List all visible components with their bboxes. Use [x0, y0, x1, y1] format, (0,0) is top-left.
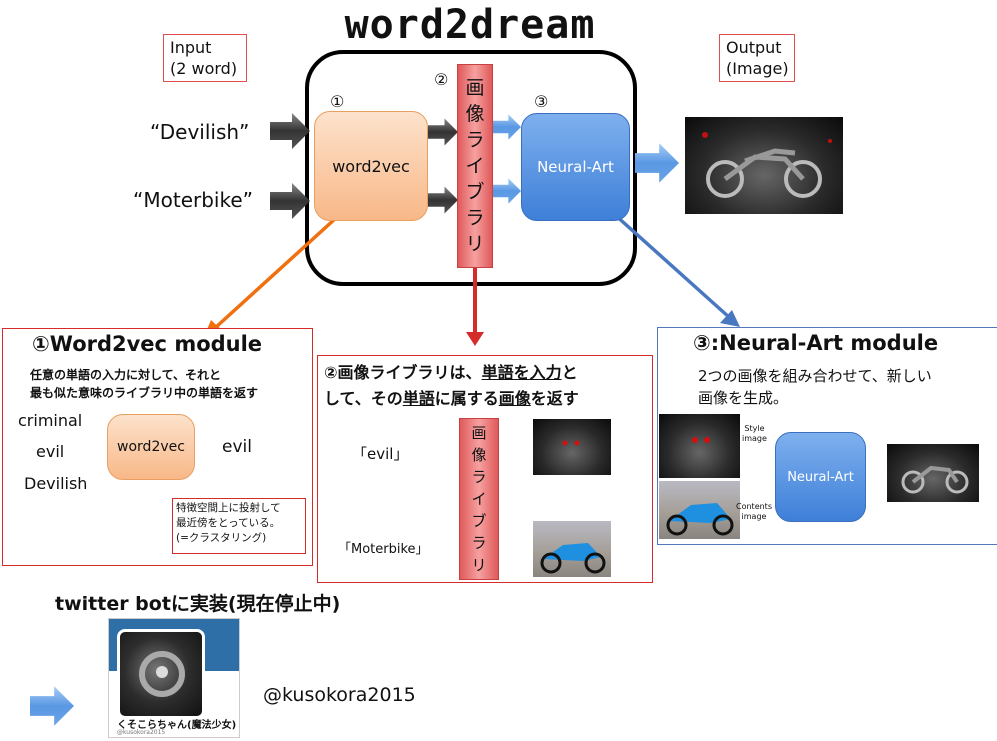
panel2-input-moterbike: 「Moterbike」 [338, 542, 429, 557]
panel2-title: ②画像ライブラリは、単語を入力と して、その単語に属する画像を返す [324, 360, 579, 412]
input-word-2: “Moterbike” [133, 188, 254, 212]
library-char-4: イ [465, 155, 485, 177]
panel1-word-evil: evil [36, 442, 65, 461]
library-char-6: ラ [465, 207, 485, 229]
diagram-title: word2dream [344, 2, 596, 48]
arrow-input-1 [270, 113, 310, 149]
library-char-7: リ [465, 233, 485, 255]
library-char-5: ブ [465, 181, 485, 203]
step-number-2: ② [434, 70, 449, 89]
library-char-3: ラ [465, 129, 485, 151]
panel1-word-devilish: Devilish [24, 474, 88, 493]
bot-avatar-icon [139, 651, 185, 697]
panel1-word-criminal: criminal [18, 411, 83, 430]
panel3-style-label: Style image [742, 424, 767, 443]
panel2-title-line2: して、その単語に属する画像を返す [324, 389, 579, 408]
twitter-card-name: くそこらちゃん(魔法少女) [117, 720, 237, 731]
arrow-input-2 [270, 183, 310, 219]
panel1-output-word: evil [222, 437, 252, 457]
panel1-description: 任意の単語の入力に対して、それと 最も似た意味のライブラリ中の単語を返す [30, 368, 259, 400]
input-label: Input (2 word) [163, 34, 247, 82]
arrow-lib-na-2 [493, 178, 521, 204]
panel3-contents-label: Contents image [736, 502, 772, 521]
panel1-title: ①Word2vec module [32, 332, 263, 356]
panel1-word2vec-box: word2vec [107, 414, 195, 480]
output-image [685, 117, 843, 214]
word2vec-label: word2vec [332, 156, 410, 176]
arrow-lib-na-1 [493, 114, 521, 140]
twitter-heading: twitter botに実装(現在停止中) [55, 593, 341, 615]
twitter-card-handle: @kusokora2015 [117, 729, 166, 736]
twitter-card[interactable]: くそこらちゃん(魔法少女) @kusokora2015 [108, 618, 240, 738]
panel2-title-line1: ②画像ライブラリは、単語を入力と [324, 363, 578, 382]
panel3-neural-art-label: Neural-Art [787, 469, 854, 485]
output-label: Output (Image) [719, 34, 795, 82]
panel3-style-image [659, 414, 740, 478]
panel2-input-evil: 「evil」 [352, 445, 409, 463]
neural-art-box: Neural-Art [521, 113, 630, 221]
panel3-neural-art-box: Neural-Art [775, 432, 866, 522]
panel2-motorbike-image [533, 521, 611, 577]
motorbike-silhouette-icon [702, 132, 832, 198]
arrow-w2v-lib-1 [428, 118, 458, 146]
panel3-title: ③:Neural-Art module [693, 331, 939, 355]
twitter-handle[interactable]: @kusokora2015 [263, 684, 416, 706]
arrow-w2v-lib-2 [428, 186, 458, 214]
word2vec-box: word2vec [314, 111, 428, 221]
panel2-library-bar: 画像 ライ ブラ リ [459, 418, 499, 580]
arrow-twitter [30, 686, 74, 726]
library-char-2: 像 [465, 103, 485, 125]
panel2-evil-image [533, 419, 611, 475]
arrow-output [635, 143, 679, 183]
panel1-note: 特徴空間上に投射して 最近傍をとっている。 (=クラスタリング) [172, 498, 306, 554]
library-char-1: 画 [465, 77, 485, 99]
panel3-description: 2つの画像を組み合わせて、新しい 画像を生成。 [698, 367, 932, 407]
panel1-word2vec-label: word2vec [117, 439, 185, 455]
step-number-3: ③ [534, 92, 549, 111]
twitter-avatar[interactable] [117, 629, 205, 719]
input-word-1: “Devilish” [150, 120, 250, 144]
step-number-1: ① [330, 92, 345, 111]
panel3-output-image [887, 444, 979, 502]
panel3-content-image [659, 481, 740, 539]
image-library-bar: 画像 ライ ブラ リ [457, 64, 493, 268]
neural-art-label: Neural-Art [537, 158, 614, 176]
